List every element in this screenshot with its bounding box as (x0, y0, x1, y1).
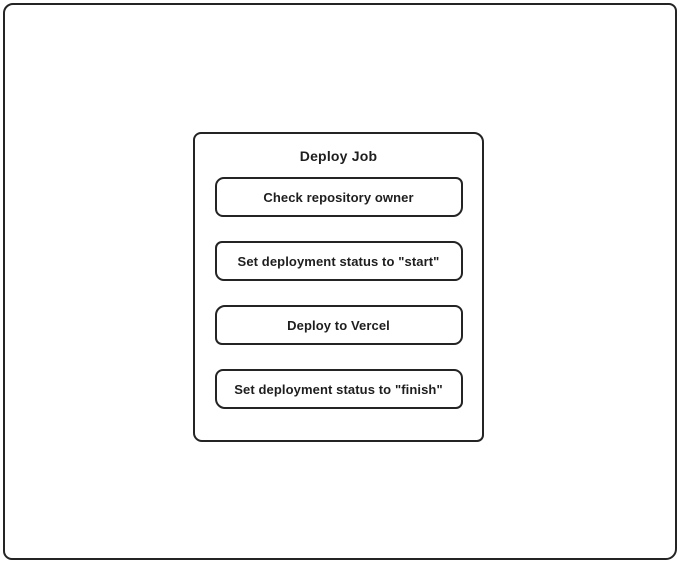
deploy-steps-list: Check repository owner Set deployment st… (214, 177, 463, 409)
step-deploy-to-vercel: Deploy to Vercel (214, 305, 463, 345)
step-set-status-start: Set deployment status to "start" (214, 241, 463, 281)
step-check-repository-owner: Check repository owner (214, 177, 463, 217)
outer-sketch-frame (3, 3, 677, 560)
step-set-status-finish: Set deployment status to "finish" (214, 369, 463, 409)
deploy-job-group: Deploy Job Check repository owner Set de… (193, 132, 484, 442)
deploy-job-title: Deploy Job (299, 148, 378, 164)
